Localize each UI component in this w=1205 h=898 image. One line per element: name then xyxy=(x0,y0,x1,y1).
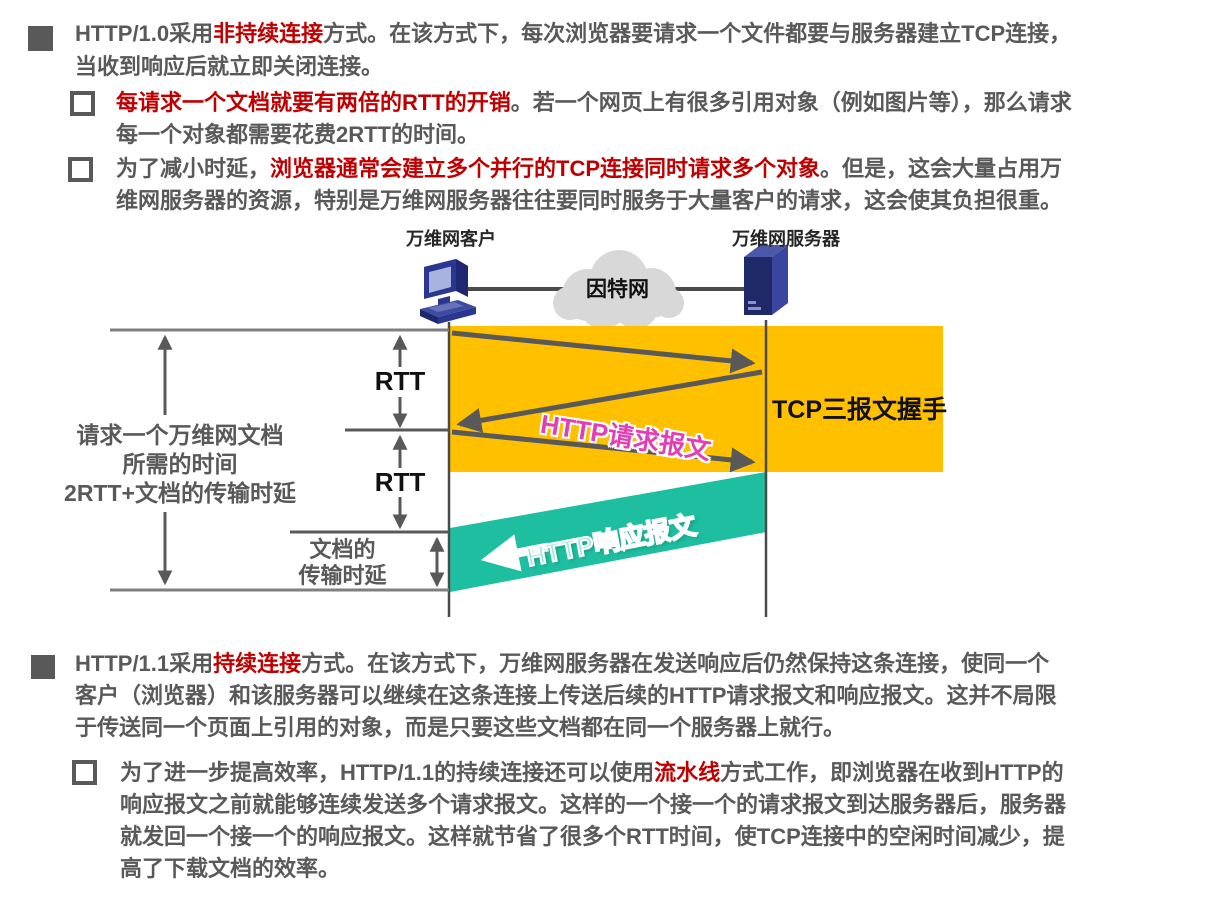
filled-square-bullet-icon xyxy=(31,655,55,679)
hollow-square-bullet-icon xyxy=(70,91,95,116)
hollow-square-bullet-icon xyxy=(68,157,93,182)
internet-label: 因特网 xyxy=(586,278,649,301)
paragraph-http10: HTTP/1.0采用非持续连接方式。在该方式下，每次浏览器要请求一个文件都要与服… xyxy=(75,21,1072,79)
server-tower-icon xyxy=(744,245,788,315)
total-time-line1: 请求一个万维网文档 xyxy=(76,422,284,448)
internet-cloud-icon xyxy=(553,250,684,329)
total-time-line2: 所需的时间 xyxy=(122,451,238,477)
tcp-syn-arrow xyxy=(451,330,756,374)
hollow-square-bullet-icon xyxy=(72,760,97,785)
rtt1-label: RTT xyxy=(374,366,426,396)
paragraph-http11: HTTP/1.1采用持续连接方式。在该方式下，万维网服务器在发送响应后仍然保持这… xyxy=(75,651,1057,740)
paragraph-pipeline: 为了进一步提高效率，HTTP/1.1的持续连接还可以使用流水线方式工作，即浏览器… xyxy=(120,760,1067,881)
filled-square-bullet-icon xyxy=(28,26,53,51)
doc-delay-line2: 传输时延 xyxy=(298,563,387,588)
total-time-line3: 2RTT+文档的传输时延 xyxy=(64,480,296,506)
doc-delay-label: 文档的 传输时延 xyxy=(285,537,400,589)
paragraph-rtt-cost: 每请求一个文档就要有两倍的RTT的开销。若一个网页上有很多引用对象（例如图片等）… xyxy=(116,90,1072,147)
paragraph-parallel-tcp: 为了减小时延，浏览器通常会建立多个并行的TCP连接同时请求多个对象。但是，这会大… xyxy=(116,156,1063,213)
tcp-handshake-label: TCP三报文握手 xyxy=(772,396,948,424)
server-label: 万维网服务器 xyxy=(732,229,840,249)
http-response-label: HTTP响应报文 xyxy=(523,509,699,573)
client-label: 万维网客户 xyxy=(406,229,496,249)
timing-diagram: 因特网 万维网客户 万维网服务器 xyxy=(0,225,1205,625)
client-computer-icon xyxy=(420,259,476,324)
rtt2-label: RTT xyxy=(374,467,426,497)
doc-delay-line1: 文档的 xyxy=(309,537,376,562)
total-time-label: 请求一个万维网文档 所需的时间 2RTT+文档的传输时延 xyxy=(30,421,330,508)
http-request-label: HTTP请求报文 xyxy=(538,408,713,466)
